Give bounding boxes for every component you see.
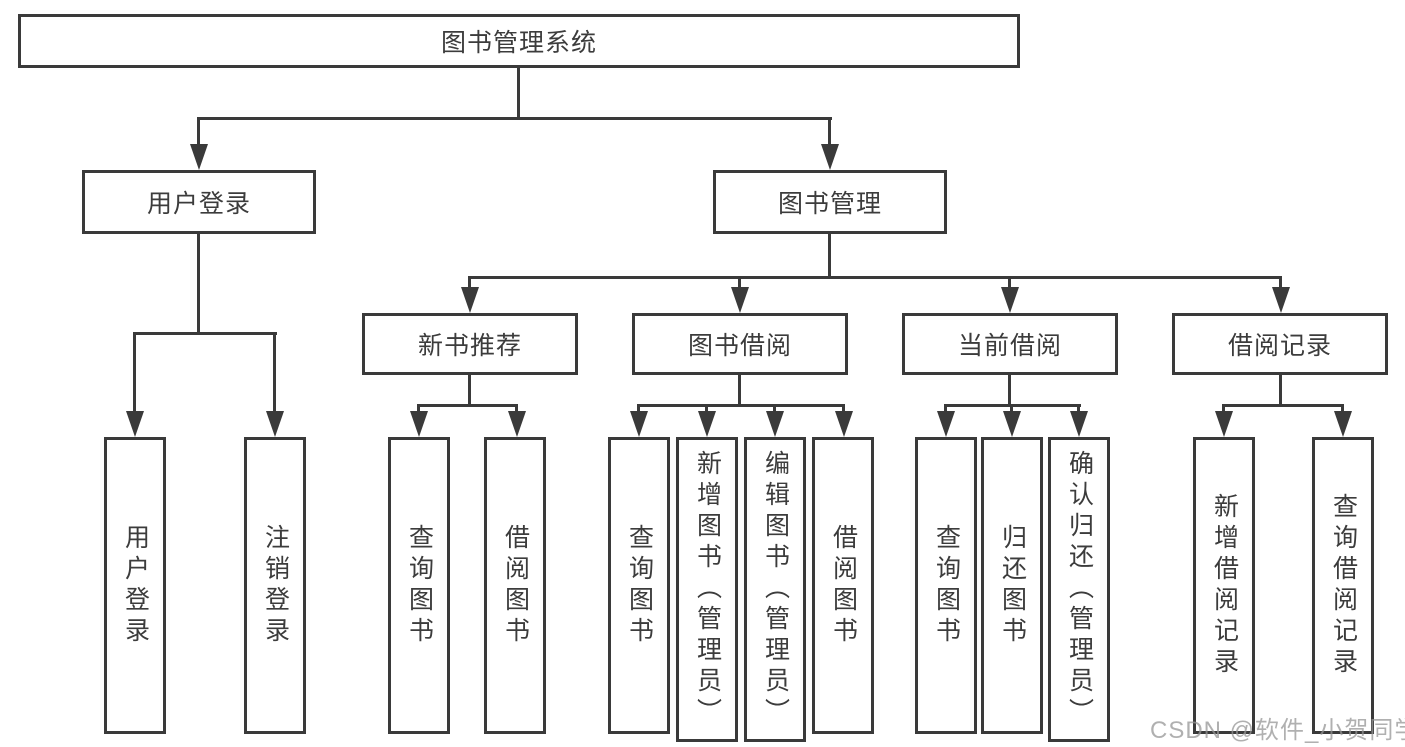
node-book-borrow-label: 图书借阅	[687, 332, 792, 360]
node-book-management: 图书管理	[713, 170, 947, 234]
leaf-return-books: 归还图书	[981, 437, 1043, 734]
connector-group-hbar	[417, 404, 518, 407]
arrow-down-icon	[190, 144, 208, 170]
leaf-return-books-label: 归还图书	[998, 523, 1027, 648]
connector-stem-leaf	[1010, 404, 1013, 416]
arrow-down-icon	[461, 287, 479, 313]
csdn-watermark: CSDN @软件_小贺同学	[1150, 717, 1405, 744]
connector-userlogin-trunk	[197, 234, 200, 335]
arrow-down-icon	[766, 411, 784, 437]
leaf-add-book-admin: 新增图书（管理员）	[676, 437, 738, 742]
connector-stem-leaf	[417, 404, 420, 416]
connector-stem-leaf	[944, 404, 947, 416]
node-book-management-label: 图书管理	[777, 190, 882, 218]
arrow-down-icon	[1272, 287, 1290, 313]
connector-stem-group	[738, 276, 741, 292]
connector-stem-leaf	[1077, 404, 1080, 416]
arrow-down-icon	[937, 411, 955, 437]
connector-stem-group	[1008, 276, 1011, 292]
connector-stem-leaf	[273, 332, 276, 414]
connector-group-trunk	[1008, 375, 1011, 407]
node-user-login-label: 用户登录	[146, 190, 251, 218]
leaf-query-borrow-record-label: 查询借阅记录	[1329, 492, 1358, 679]
arrow-down-icon	[126, 411, 144, 437]
leaf-query-books: 查询图书	[915, 437, 977, 734]
node-borrow-records-label: 借阅记录	[1227, 332, 1332, 360]
connector-stem-group	[1279, 276, 1282, 292]
leaf-logout-label: 注销登录	[261, 523, 290, 648]
node-new-book-recommend: 新书推荐	[362, 313, 578, 375]
leaf-user-login: 用户登录	[104, 437, 166, 734]
arrow-down-icon	[1003, 411, 1021, 437]
leaf-query-books: 查询图书	[608, 437, 670, 734]
node-new-book-recommend-label: 新书推荐	[417, 332, 522, 360]
node-book-borrow: 图书借阅	[632, 313, 848, 375]
leaf-borrow-books-label: 借阅图书	[501, 523, 530, 648]
leaf-add-borrow-record: 新增借阅记录	[1193, 437, 1255, 734]
leaf-query-books-label: 查询图书	[405, 523, 434, 648]
connector-root-trunk	[517, 68, 520, 118]
node-borrow-records: 借阅记录	[1172, 313, 1388, 375]
connector-stem-leaf	[637, 404, 640, 416]
connector-group-trunk	[468, 375, 471, 407]
leaf-confirm-return-admin-label: 确认归还（管理员）	[1065, 450, 1094, 729]
connector-stem-leaf	[1341, 404, 1344, 416]
leaf-borrow-books: 借阅图书	[812, 437, 874, 734]
arrow-down-icon	[410, 411, 428, 437]
connector-stem-user-login	[197, 117, 200, 148]
node-user-login: 用户登录	[82, 170, 316, 234]
connector-stem-leaf	[1222, 404, 1225, 416]
leaf-add-borrow-record-label: 新增借阅记录	[1210, 492, 1239, 679]
connector-stem-leaf	[515, 404, 518, 416]
connector-stem-leaf	[705, 404, 708, 416]
node-root: 图书管理系统	[18, 14, 1020, 68]
leaf-borrow-books: 借阅图书	[484, 437, 546, 734]
connector-group-hbar	[1222, 404, 1344, 407]
connector-userlogin-hbar	[133, 332, 277, 335]
leaf-edit-book-admin-label: 编辑图书（管理员）	[761, 450, 790, 729]
arrow-down-icon	[1334, 411, 1352, 437]
leaf-logout: 注销登录	[244, 437, 306, 734]
connector-stem-leaf	[133, 332, 136, 414]
leaf-confirm-return-admin: 确认归还（管理员）	[1048, 437, 1110, 742]
arrow-down-icon	[698, 411, 716, 437]
leaf-add-book-admin-label: 新增图书（管理员）	[693, 450, 722, 729]
connector-bookmgmt-hbar	[468, 276, 1282, 279]
arrow-down-icon	[731, 287, 749, 313]
arrow-down-icon	[821, 144, 839, 170]
connector-stem-leaf	[842, 404, 845, 416]
connector-group-trunk	[738, 375, 741, 407]
connector-bookmgmt-trunk	[828, 234, 831, 279]
node-root-label: 图书管理系统	[440, 29, 597, 57]
leaf-borrow-books-label: 借阅图书	[829, 523, 858, 648]
arrow-down-icon	[630, 411, 648, 437]
connector-stem-leaf	[773, 404, 776, 416]
leaf-query-books: 查询图书	[388, 437, 450, 734]
arrow-down-icon	[1215, 411, 1233, 437]
arrow-down-icon	[1001, 287, 1019, 313]
leaf-query-borrow-record: 查询借阅记录	[1312, 437, 1374, 734]
connector-stem-group	[468, 276, 471, 292]
leaf-query-books-label: 查询图书	[625, 523, 654, 648]
leaf-user-login-label: 用户登录	[121, 523, 150, 648]
arrow-down-icon	[835, 411, 853, 437]
connector-stem-book-management	[828, 117, 831, 148]
leaf-edit-book-admin: 编辑图书（管理员）	[744, 437, 806, 742]
arrow-down-icon	[508, 411, 526, 437]
connector-group-hbar	[637, 404, 845, 407]
node-current-borrow: 当前借阅	[902, 313, 1118, 375]
arrow-down-icon	[266, 411, 284, 437]
node-current-borrow-label: 当前借阅	[957, 332, 1062, 360]
arrow-down-icon	[1070, 411, 1088, 437]
connector-root-hbar	[198, 117, 832, 120]
leaf-query-books-label: 查询图书	[932, 523, 961, 648]
connector-group-trunk	[1279, 375, 1282, 407]
